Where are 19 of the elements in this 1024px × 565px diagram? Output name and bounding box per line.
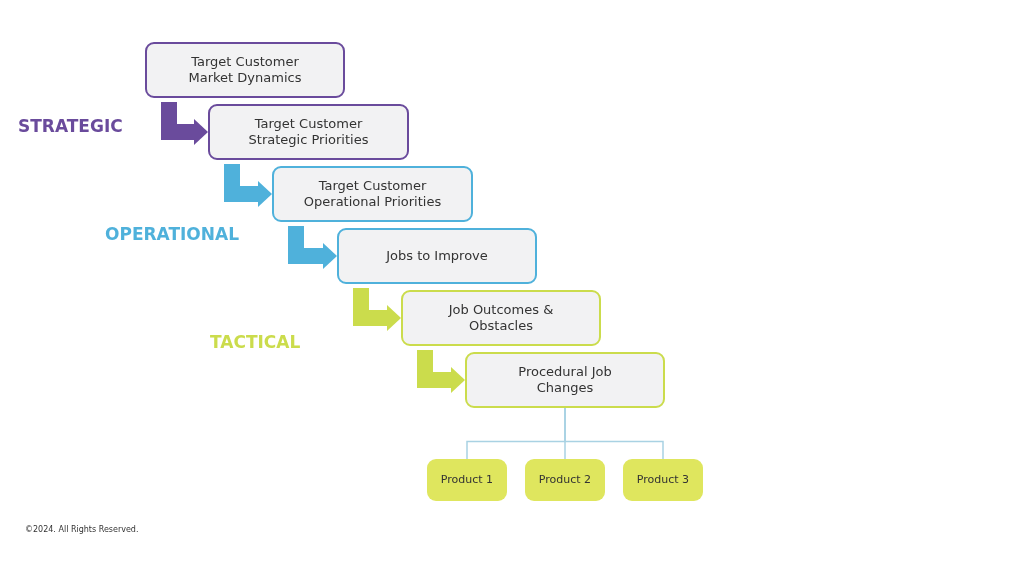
- arrow: [288, 226, 337, 269]
- arrow: [353, 288, 401, 331]
- arrow: [224, 164, 272, 207]
- tier-label: TACTICAL: [210, 332, 301, 352]
- arrow: [417, 350, 465, 393]
- step-box: Procedural Job Changes: [465, 352, 665, 408]
- connector-line: [564, 407, 664, 460]
- tier-label: STRATEGIC: [18, 116, 123, 136]
- tier-label: OPERATIONAL: [105, 224, 240, 244]
- step-box: Job Outcomes & Obstacles: [401, 290, 601, 346]
- step-box: Jobs to Improve: [337, 228, 537, 284]
- product-box: Product 3: [623, 459, 703, 501]
- product-box: Product 1: [427, 459, 507, 501]
- copyright-note: ©2024. All Rights Reserved.: [25, 525, 139, 534]
- arrow: [161, 102, 208, 145]
- step-box: Target Customer Operational Priorities: [272, 166, 473, 222]
- step-box: Target Customer Strategic Priorities: [208, 104, 409, 160]
- step-box: Target Customer Market Dynamics: [145, 42, 345, 98]
- product-box: Product 2: [525, 459, 605, 501]
